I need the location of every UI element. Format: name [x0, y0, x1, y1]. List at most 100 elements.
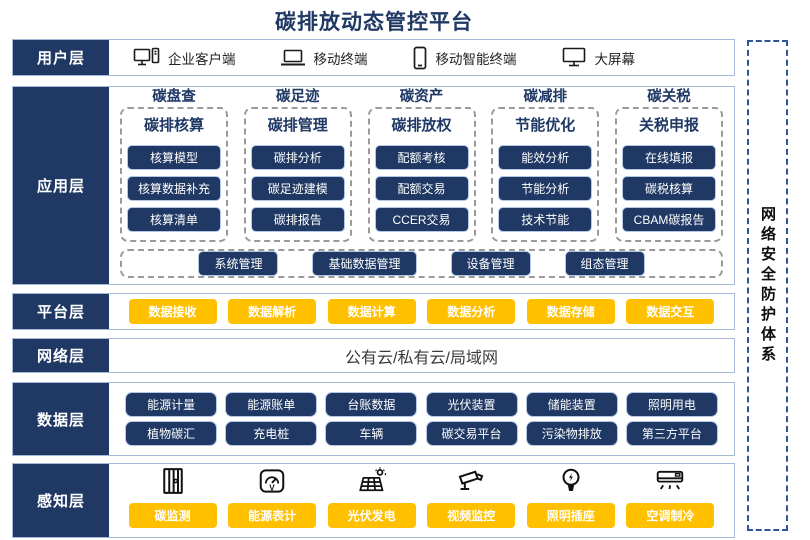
perception-layer-label: 感知层	[13, 464, 109, 537]
data-chip: 车辆	[325, 421, 418, 447]
management-chip: 基础数据管理	[312, 251, 417, 276]
app-layer-wrap: 碳盘查 碳排核算 核算模型 核算数据补充 核算清单 碳足迹 碳排管理	[109, 87, 734, 284]
app-column-box: 节能优化 能效分析 节能分析 技术节能	[491, 107, 600, 242]
app-item-chip: 碳税核算	[622, 176, 716, 201]
network-layer-text: 公有云/私有云/局域网	[345, 349, 498, 367]
perception-chip: 能源表计	[228, 503, 317, 528]
data-chip: 植物碳汇	[125, 421, 218, 447]
platform-layer-content: 数据接收 数据解析 数据计算 数据分析 数据存储 数据交互	[109, 294, 734, 329]
perception-item: V 能源表计	[228, 466, 317, 528]
perception-chip: 空调制冷	[626, 503, 715, 528]
data-chip: 污染物排放	[525, 421, 618, 447]
data-chip: 碳交易平台	[425, 421, 518, 447]
platform-chip: 数据计算	[327, 299, 416, 324]
perception-chip: 碳监测	[128, 503, 217, 528]
app-column-box: 碳排管理 碳排分析 碳足迹建模 碳排报告	[243, 107, 352, 242]
management-chip: 组态管理	[564, 251, 645, 276]
big-screen-icon	[561, 46, 587, 69]
app-column-carbon-asset: 碳资产 碳排放权 配额考核 配额交易 CCER交易	[367, 89, 476, 242]
energy-meter-icon: V	[257, 466, 287, 496]
data-chip: 光伏装置	[425, 391, 518, 417]
data-chip: 能源计量	[125, 391, 218, 417]
app-column-header: 碳减排	[523, 89, 568, 105]
user-item-label: 大屏幕	[594, 51, 636, 67]
smartphone-icon	[412, 46, 428, 70]
network-layer-content: 公有云/私有云/局域网	[109, 339, 734, 372]
platform-chip: 数据交互	[626, 299, 715, 324]
app-item-chip: 核算数据补充	[127, 176, 221, 201]
layer-stack: 用户层 企业客户端	[12, 39, 735, 538]
app-columns: 碳盘查 碳排核算 核算模型 核算数据补充 核算清单 碳足迹 碳排管理	[120, 89, 723, 242]
platform-chip: 数据解析	[228, 299, 317, 324]
user-layer-content: 企业客户端 移动终端	[109, 40, 734, 75]
app-layer-label: 应用层	[13, 87, 109, 284]
app-column-carbon-reduction: 碳减排 节能优化 能效分析 节能分析 技术节能	[491, 89, 600, 242]
platform-chip: 数据接收	[128, 299, 217, 324]
data-rows: 能源计量 能源账单 台账数据 光伏装置 储能装置 照明用电 植物碳汇 充电桩 车…	[109, 383, 734, 455]
air-conditioner-icon	[654, 466, 686, 496]
user-items: 企业客户端 移动终端	[109, 40, 734, 75]
app-column-subheader: 碳排核算	[143, 117, 204, 134]
app-item-chip: 核算清单	[127, 207, 221, 232]
security-panel-label: 网络安全防护体系	[759, 205, 776, 366]
data-chip: 储能装置	[525, 391, 618, 417]
user-item: 移动智能终端	[412, 46, 517, 70]
app-column-header: 碳足迹	[276, 89, 320, 105]
app-item-chip: 碳足迹建模	[250, 176, 345, 201]
user-layer-band: 用户层 企业客户端	[12, 39, 735, 76]
svg-text:V: V	[269, 483, 275, 492]
platform-chip: 数据存储	[526, 299, 615, 324]
data-chip: 台账数据	[325, 391, 418, 417]
perception-item: 碳监测	[128, 466, 217, 528]
data-chip: 第三方平台	[625, 421, 718, 447]
platform-chip: 数据分析	[427, 299, 516, 324]
app-column-header: 碳盘查	[152, 89, 196, 105]
data-chip: 能源账单	[225, 391, 318, 417]
network-layer-label: 网络层	[13, 339, 109, 372]
app-layer-band: 应用层 碳盘查 碳排核算 核算模型 核算数据补充 核算清单	[12, 86, 735, 285]
data-chip: 充电桩	[225, 421, 318, 447]
data-row: 能源计量 能源账单 台账数据 光伏装置 储能装置 照明用电	[117, 391, 726, 417]
app-item-chip: 配额交易	[374, 176, 469, 201]
data-layer-label: 数据层	[13, 383, 109, 455]
perception-layer-band: 感知层 碳监测	[12, 463, 735, 538]
app-item-chip: 碳排报告	[250, 207, 345, 232]
security-panel: 网络安全防护体系	[747, 40, 788, 531]
user-item: 企业客户端	[133, 47, 236, 69]
data-chip: 照明用电	[625, 391, 718, 417]
app-column-subheader: 节能优化	[515, 117, 576, 134]
perception-item: 空调制冷	[626, 466, 715, 528]
user-layer-label: 用户层	[13, 40, 109, 75]
perception-item: 照明插座	[526, 466, 615, 528]
perception-layer-content: 碳监测 V 能源表计	[109, 464, 734, 537]
app-item-chip: 能效分析	[498, 145, 593, 170]
platform-layer-band: 平台层 数据接收 数据解析 数据计算 数据分析 数据存储 数据交互	[12, 293, 735, 330]
perception-item: 光伏发电	[327, 466, 416, 528]
user-item-label: 企业客户端	[168, 51, 236, 67]
data-layer-band: 数据层 能源计量 能源账单 台账数据 光伏装置 储能装置 照明用电 植物碳汇 充…	[12, 382, 735, 456]
user-item-label: 移动终端	[313, 51, 368, 67]
app-item-chip: 配额考核	[374, 145, 469, 170]
perception-items: 碳监测 V 能源表计	[109, 464, 734, 537]
light-bulb-icon	[556, 466, 586, 496]
perception-item: 视频监控	[427, 466, 516, 528]
app-column-box: 碳排放权 配额考核 配额交易 CCER交易	[367, 107, 476, 242]
perception-chip: 光伏发电	[327, 503, 416, 528]
perception-chip: 照明插座	[526, 503, 615, 528]
management-chip: 设备管理	[450, 251, 531, 276]
data-layer-content: 能源计量 能源账单 台账数据 光伏装置 储能装置 照明用电 植物碳汇 充电桩 车…	[109, 383, 734, 455]
app-column-header: 碳关税	[647, 89, 691, 105]
cctv-camera-icon	[455, 466, 487, 496]
app-item-chip: 技术节能	[498, 207, 593, 232]
desktop-pc-icon	[133, 47, 160, 69]
user-item: 大屏幕	[561, 46, 636, 69]
app-column-box: 碳排核算 核算模型 核算数据补充 核算清单	[120, 107, 228, 242]
data-row: 植物碳汇 充电桩 车辆 碳交易平台 污染物排放 第三方平台	[117, 421, 726, 447]
app-item-chip: 核算模型	[127, 145, 221, 170]
app-column-header: 碳资产	[399, 89, 444, 105]
app-column-subheader: 碳排放权	[391, 117, 452, 134]
app-item-chip: CBAM碳报告	[622, 207, 716, 232]
management-row: 系统管理 基础数据管理 设备管理 组态管理	[120, 249, 723, 278]
solar-panel-icon	[356, 466, 388, 496]
